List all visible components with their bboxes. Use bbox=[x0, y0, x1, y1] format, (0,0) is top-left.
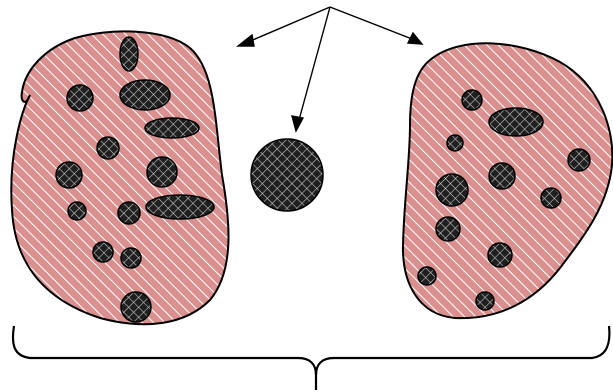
central-inclusion bbox=[251, 139, 323, 211]
arrow-to-left-region bbox=[248, 7, 330, 42]
inclusion bbox=[489, 163, 515, 189]
inclusion bbox=[67, 85, 93, 111]
inclusion bbox=[145, 118, 199, 138]
inclusion bbox=[462, 90, 482, 110]
inclusion bbox=[447, 135, 463, 151]
inclusion bbox=[488, 243, 512, 267]
inclusion bbox=[56, 162, 82, 188]
inclusion bbox=[120, 80, 170, 110]
arrowhead-center bbox=[292, 116, 303, 131]
arrow-to-center bbox=[299, 7, 330, 120]
arrows-from-top bbox=[238, 7, 422, 131]
inclusion bbox=[118, 202, 140, 224]
inclusion bbox=[436, 174, 468, 206]
inclusion bbox=[147, 157, 177, 187]
right-region bbox=[403, 43, 612, 318]
inclusion bbox=[146, 195, 214, 219]
inclusion bbox=[568, 149, 590, 171]
inclusion bbox=[120, 37, 138, 71]
left-region-outline bbox=[11, 31, 228, 324]
inclusion bbox=[476, 292, 494, 310]
inclusion bbox=[418, 267, 436, 285]
inclusion bbox=[121, 248, 141, 268]
arrowhead-right bbox=[408, 33, 422, 44]
left-region bbox=[11, 31, 228, 324]
inclusion bbox=[97, 137, 119, 159]
inclusion bbox=[489, 108, 543, 136]
inclusion bbox=[68, 202, 86, 220]
inclusion bbox=[541, 188, 561, 208]
inclusion bbox=[436, 217, 460, 241]
inclusion bbox=[121, 292, 151, 322]
inclusion bbox=[93, 242, 113, 262]
arrow-to-right-region bbox=[330, 7, 412, 39]
arrowhead-left bbox=[238, 35, 254, 46]
bottom-brace bbox=[13, 326, 609, 375]
